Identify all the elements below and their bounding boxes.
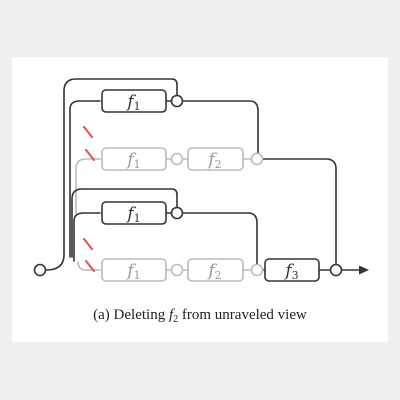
input-node	[33, 263, 47, 277]
caption-function: f	[168, 307, 174, 323]
box-r4-f1: f1	[101, 258, 167, 282]
join-node-r1	[170, 94, 184, 108]
cut-mark-row4-top	[82, 237, 94, 251]
svg-text:f1: f1	[125, 150, 140, 171]
edge-r3-entry	[73, 212, 101, 262]
cut-mark-row4-bottom	[84, 259, 96, 273]
active-paths	[45, 78, 369, 275]
join-node-r4-out	[250, 263, 264, 277]
join-nodes	[33, 94, 343, 277]
box-r3-f1: f1	[101, 201, 167, 225]
cut-mark-row2-top	[82, 125, 94, 139]
figure-panel: f1 f1 f2 f1 f1	[12, 57, 388, 342]
box-r2-f2-label: f	[206, 150, 217, 170]
edge-r1-entry	[69, 100, 101, 258]
box-r4-f1-label: f	[125, 261, 136, 281]
box-r4-f3: f3	[264, 258, 320, 282]
join-node-output	[329, 263, 343, 277]
svg-text:f1: f1	[125, 261, 140, 282]
figure-caption: (a) Deleting f2 from unraveled view	[12, 307, 388, 325]
box-r2-f2: f2	[187, 147, 244, 171]
svg-text:f2: f2	[206, 261, 221, 282]
box-r1-f1-label: f	[125, 92, 136, 112]
box-r4-f3-label: f	[283, 261, 294, 281]
unraveled-view-diagram: f1 f1 f2 f1 f1	[33, 78, 369, 282]
box-r4-f2-label: f	[206, 261, 217, 281]
edge-r3-top	[71, 188, 178, 258]
box-r3-f1-label: f	[125, 204, 136, 224]
edge-r1-to-bus	[181, 100, 259, 154]
faded-edge-row2-entry	[75, 158, 101, 216]
join-node-r2-out	[250, 152, 264, 166]
caption-prefix: (a) Deleting	[93, 307, 169, 323]
svg-text:f1: f1	[125, 92, 140, 113]
svg-text:f2: f2	[206, 150, 221, 171]
faded-edge-row4-entry	[77, 261, 101, 271]
caption-subscript: 2	[173, 314, 179, 325]
box-r2-f1: f1	[101, 147, 167, 171]
cut-mark-row2-bottom	[84, 148, 96, 162]
box-r1-f1: f1	[101, 89, 167, 113]
join-node-r2-mid	[170, 152, 184, 166]
join-node-r3	[170, 206, 184, 220]
cut-marks	[82, 125, 96, 273]
svg-text:f3: f3	[283, 261, 298, 282]
output-arrowhead	[359, 265, 369, 275]
box-r2-f1-label: f	[125, 150, 136, 170]
edge-r3-to-r4	[181, 212, 258, 266]
caption-suffix: from unraveled view	[178, 307, 307, 323]
edge-r2-to-f3-bus	[261, 158, 337, 264]
svg-text:f1: f1	[125, 204, 140, 225]
box-r4-f2: f2	[187, 258, 244, 282]
edge-input-main	[45, 78, 178, 271]
join-node-r4-mid	[170, 263, 184, 277]
